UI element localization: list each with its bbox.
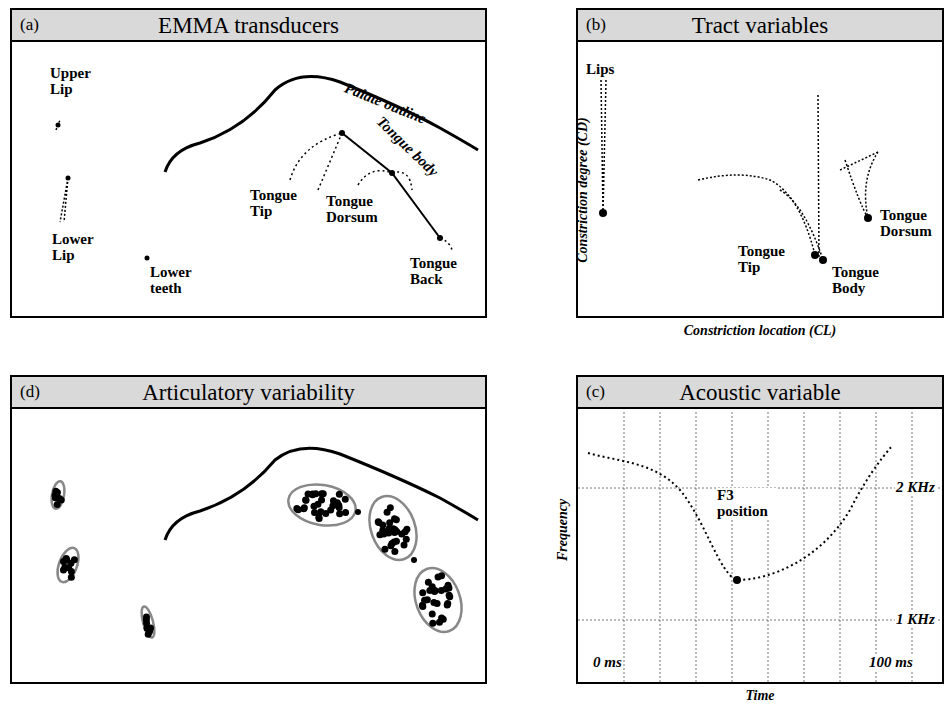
part-label: 1 KHz	[895, 612, 936, 628]
part-label: Upper Lip	[50, 66, 95, 98]
panel-title: Tract variables	[578, 13, 942, 39]
panel-letter: (c)	[586, 382, 605, 402]
palate-outline	[165, 448, 478, 540]
part-label: Tongue Dorsum	[880, 208, 938, 240]
tongue-tip-trajectory	[698, 175, 815, 255]
part-label: Lips	[586, 62, 614, 78]
figure-panel: (c)Acoustic variable	[576, 375, 944, 684]
part-label: Tongue Body	[832, 265, 887, 297]
tongue-body-trajectory	[780, 95, 823, 260]
part-label: Lower teeth	[150, 265, 210, 297]
panel-heading: (b)Tract variables	[578, 10, 942, 42]
tongue-tip-trace	[290, 133, 342, 190]
part-label: Tongue Dorsum	[326, 194, 388, 226]
tongue-dorsum-trajectory	[840, 152, 878, 218]
part-label: Frequency	[556, 499, 571, 561]
panel-title: EMMA transducers	[12, 13, 485, 39]
part-label: Constriction location (CL)	[684, 324, 836, 339]
palate-outline	[165, 77, 478, 172]
panel-letter: (b)	[586, 15, 606, 35]
part-label: Constriction degree (CD)	[576, 117, 591, 262]
panel-title: Acoustic variable	[578, 380, 942, 406]
panel-letter: (d)	[20, 382, 40, 402]
f3-curve	[588, 446, 892, 580]
part-label: F3 position	[716, 488, 776, 520]
part-label: 0 ms	[592, 655, 623, 671]
part-label: 2 KHz	[895, 480, 936, 496]
panel-heading: (c)Acoustic variable	[578, 377, 942, 409]
panel-letter: (a)	[20, 15, 39, 35]
part-label: 100 ms	[868, 655, 914, 671]
part-label: Lower Lip	[52, 232, 97, 264]
part-label: Tongue Tip	[738, 244, 793, 276]
part-label: Time	[745, 689, 774, 704]
panel-title: Articulatory variability	[12, 380, 485, 406]
lower-lip-trace	[60, 178, 68, 222]
lips-trajectory	[601, 80, 606, 213]
panel-heading: (a)EMMA transducers	[12, 10, 485, 42]
upper-lip-trace	[56, 120, 60, 130]
panel-heading: (d)Articulatory variability	[12, 377, 485, 409]
part-label: Tongue Tip	[250, 188, 302, 220]
figure-panel: (d)Articulatory variability	[10, 375, 487, 684]
part-label: Tongue Back	[410, 256, 465, 288]
tongue-dorsum-trace	[358, 171, 412, 190]
